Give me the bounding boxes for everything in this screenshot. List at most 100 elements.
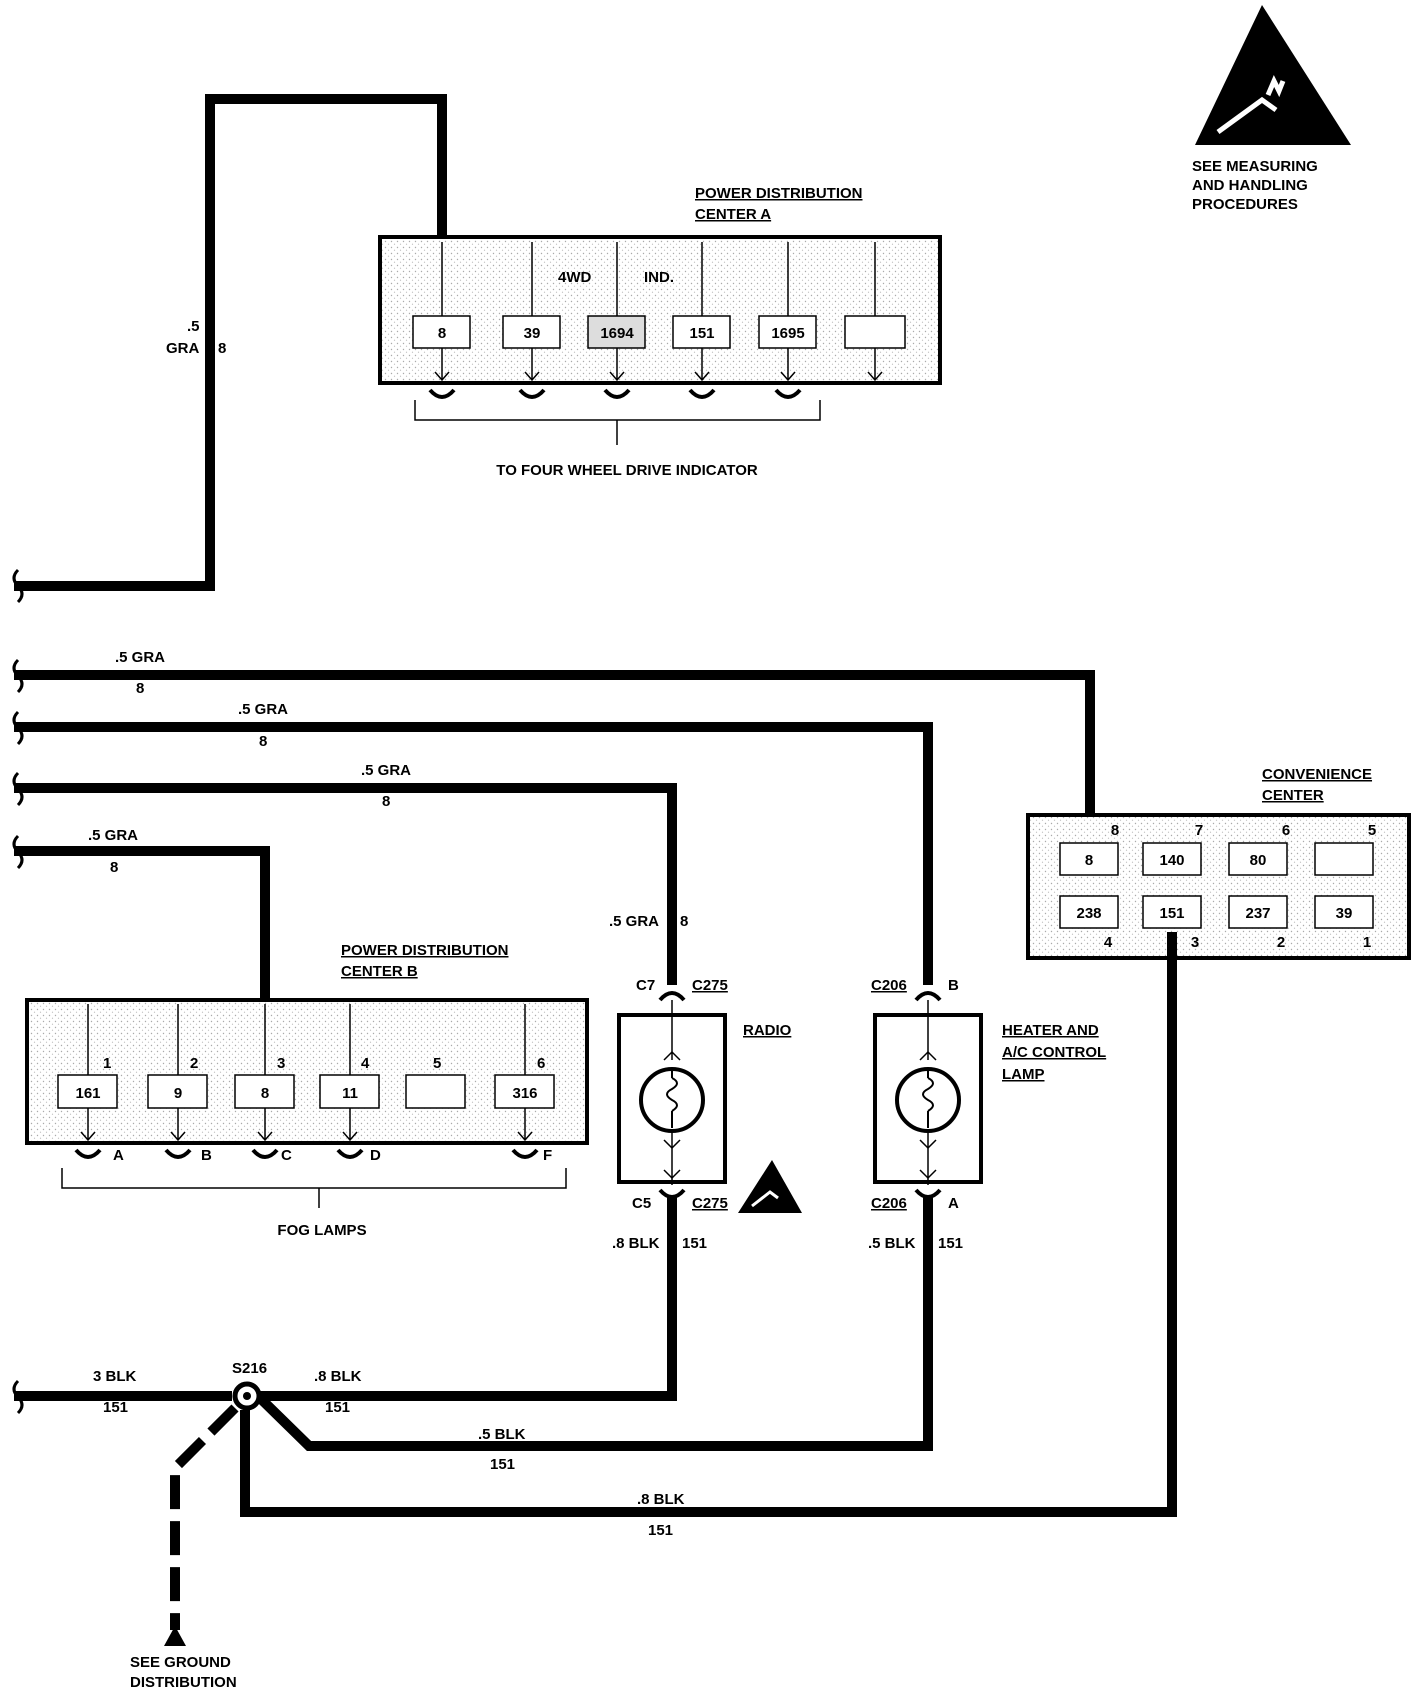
splice-label: S216 <box>232 1360 267 1377</box>
pdc-a-4wd-label: 4WD <box>558 269 592 286</box>
radio-ground-wire <box>247 1195 677 1401</box>
pdc-b-fuse-1 <box>57 1074 118 1109</box>
pdc-b-bracket-label: FOG LAMPS <box>277 1222 366 1239</box>
pdc-a-bracket-label: TO FOUR WHEEL DRIVE INDICATOR <box>496 462 758 479</box>
feed-wire-3-break-icon <box>12 771 24 807</box>
cc-title-line-2: CENTER <box>1262 787 1324 804</box>
heater-bottom-wire-label: .5 BLK <box>868 1235 916 1252</box>
heater-bottom-pin: A <box>948 1195 959 1212</box>
pdc-a-fuse-1-circuit: 8 <box>438 325 446 342</box>
cc-fuse-top-2-circuit: 140 <box>1159 852 1184 869</box>
ground-main-wire-circuit: 151 <box>103 1399 128 1416</box>
pdc-a-connector-cups <box>428 388 802 399</box>
cc-fuse-bottom-4-circuit: 39 <box>1336 905 1353 922</box>
pdc-a-title-line-2: CENTER A <box>695 206 771 223</box>
ground-cc-wire-label: .8 BLK <box>637 1491 685 1508</box>
ground-lamp-wire-label: .5 BLK <box>478 1426 526 1443</box>
pdc-b-fuse-6-circuit: 316 <box>512 1085 537 1102</box>
cc-fuse-bottom-2-circuit: 151 <box>1159 905 1184 922</box>
ground-radio-wire-circuit: 151 <box>325 1399 350 1416</box>
pdc-b-fuse-2-circuit: 9 <box>174 1085 182 1102</box>
feed-wire-heater-lamp <box>14 722 933 985</box>
pdc-b-box <box>25 998 589 1145</box>
pdc-a-fuse-4 <box>672 315 731 349</box>
cc-fuse-top-4 <box>1314 842 1374 876</box>
cc-fuse-top-1-circuit: 8 <box>1085 852 1093 869</box>
cc-ground-wire <box>240 932 1177 1517</box>
radio-bottom-wire-circuit: 151 <box>682 1235 707 1252</box>
feed-wire-4-break-icon <box>12 834 24 870</box>
feed-wire-convenience <box>14 670 1095 830</box>
pdc-b-pin-4: 4 <box>361 1055 370 1072</box>
pdc-b-pin-6: 6 <box>537 1055 545 1072</box>
cc-top-pin-6: 6 <box>1282 822 1290 839</box>
feed-wire-1-circuit: 8 <box>136 680 144 697</box>
ground-dashed-path <box>170 1404 239 1630</box>
pdc-b-pin-2: 2 <box>190 1055 198 1072</box>
cc-top-pin-8: 8 <box>1111 822 1119 839</box>
cc-fuse-bottom-1 <box>1059 895 1119 929</box>
cc-slots: 8 7 6 5 8 140 80 238 151 237 39 4 3 2 1 <box>1059 822 1376 951</box>
radio-top-conn-right: C275 <box>692 977 728 994</box>
radio-top-wire-circuit: 8 <box>680 913 688 930</box>
feed-wire-1-label: .5 GRA <box>115 649 165 666</box>
pdc-a-fuse-5-circuit: 1695 <box>771 325 804 342</box>
pdc-a-fuse-4-circuit: 151 <box>689 325 714 342</box>
pdc-a-fuse-2 <box>502 315 561 349</box>
radio-label: RADIO <box>743 1022 792 1039</box>
heater-ground-wire <box>254 1195 933 1451</box>
pdc-b-conn-f: F <box>543 1147 552 1164</box>
radio-esd-icon <box>738 1160 802 1213</box>
pdc-a-fuse-1 <box>412 315 471 349</box>
feed-wire-2-circuit: 8 <box>259 733 267 750</box>
pdc-b-fuse-4 <box>319 1074 380 1109</box>
pdc-b-fuse-2 <box>147 1074 208 1109</box>
pdc-b-slots: 1 2 3 4 5 6 161 9 8 11 316 <box>57 1004 555 1142</box>
pdc-b-conn-a: A <box>113 1147 124 1164</box>
pdc-b-pin-3: 3 <box>277 1055 285 1072</box>
heater-lamp-symbol <box>895 991 961 1199</box>
pdc-b-pin-5: 5 <box>433 1055 441 1072</box>
cc-bottom-pin-2: 2 <box>1277 934 1285 951</box>
pdc-b-title-line-1: POWER DISTRIBUTION <box>341 942 509 959</box>
feed-wire-2-break-icon <box>12 710 24 746</box>
pdc-a-feed-wire <box>14 94 447 591</box>
feed-wire-radio <box>14 783 677 985</box>
heater-label-line-2: A/C CONTROL <box>1002 1044 1106 1061</box>
cc-fuse-top-2 <box>1142 842 1202 876</box>
cc-title-line-1: CONVENIENCE <box>1262 766 1372 783</box>
cc-fuse-bottom-3-circuit: 237 <box>1245 905 1270 922</box>
heater-top-conn: C206 <box>871 977 907 994</box>
pdc-b-fuse-3 <box>234 1074 295 1109</box>
cc-fuse-bottom-4 <box>1314 895 1374 929</box>
pdc-b-connector-cups <box>74 1148 539 1159</box>
pdc-a-fuse-3 <box>587 315 646 349</box>
cc-top-pin-7: 7 <box>1195 822 1203 839</box>
feed-wire-1-break-icon <box>12 658 24 694</box>
pdc-b-conn-d: D <box>370 1147 381 1164</box>
pdc-a-bracket <box>414 400 821 445</box>
pdc-a-ind-label: IND. <box>644 269 674 286</box>
pdc-b-bracket <box>61 1168 567 1208</box>
cc-fuse-bottom-2 <box>1142 895 1202 929</box>
radio-bottom-conn-right: C275 <box>692 1195 728 1212</box>
cc-box <box>1026 813 1411 960</box>
feed-wire-4-circuit: 8 <box>110 859 118 876</box>
ground-label-line-2: DISTRIBUTION <box>130 1674 237 1691</box>
heater-bottom-wire-circuit: 151 <box>938 1235 963 1252</box>
ground-radio-wire-label: .8 BLK <box>314 1368 362 1385</box>
pdc-a-fuse-6 <box>844 315 906 349</box>
ground-lamp-wire-circuit: 151 <box>490 1456 515 1473</box>
pdc-a-feed-break-icon <box>12 568 24 604</box>
cc-fuse-top-3 <box>1228 842 1288 876</box>
pdc-b-title-line-2: CENTER B <box>341 963 418 980</box>
feed-wire-pdc-b <box>14 846 270 1000</box>
radio-bottom-conn-left: C5 <box>632 1195 651 1212</box>
cc-fuse-top-1 <box>1059 842 1119 876</box>
pdc-a-title-line-1: POWER DISTRIBUTION <box>695 185 863 202</box>
heater-label-line-1: HEATER AND <box>1002 1022 1099 1039</box>
ground-symbol-icon <box>164 1626 186 1646</box>
pdc-b-fuse-3-circuit: 8 <box>261 1085 269 1102</box>
radio-bottom-wire-label: .8 BLK <box>612 1235 660 1252</box>
